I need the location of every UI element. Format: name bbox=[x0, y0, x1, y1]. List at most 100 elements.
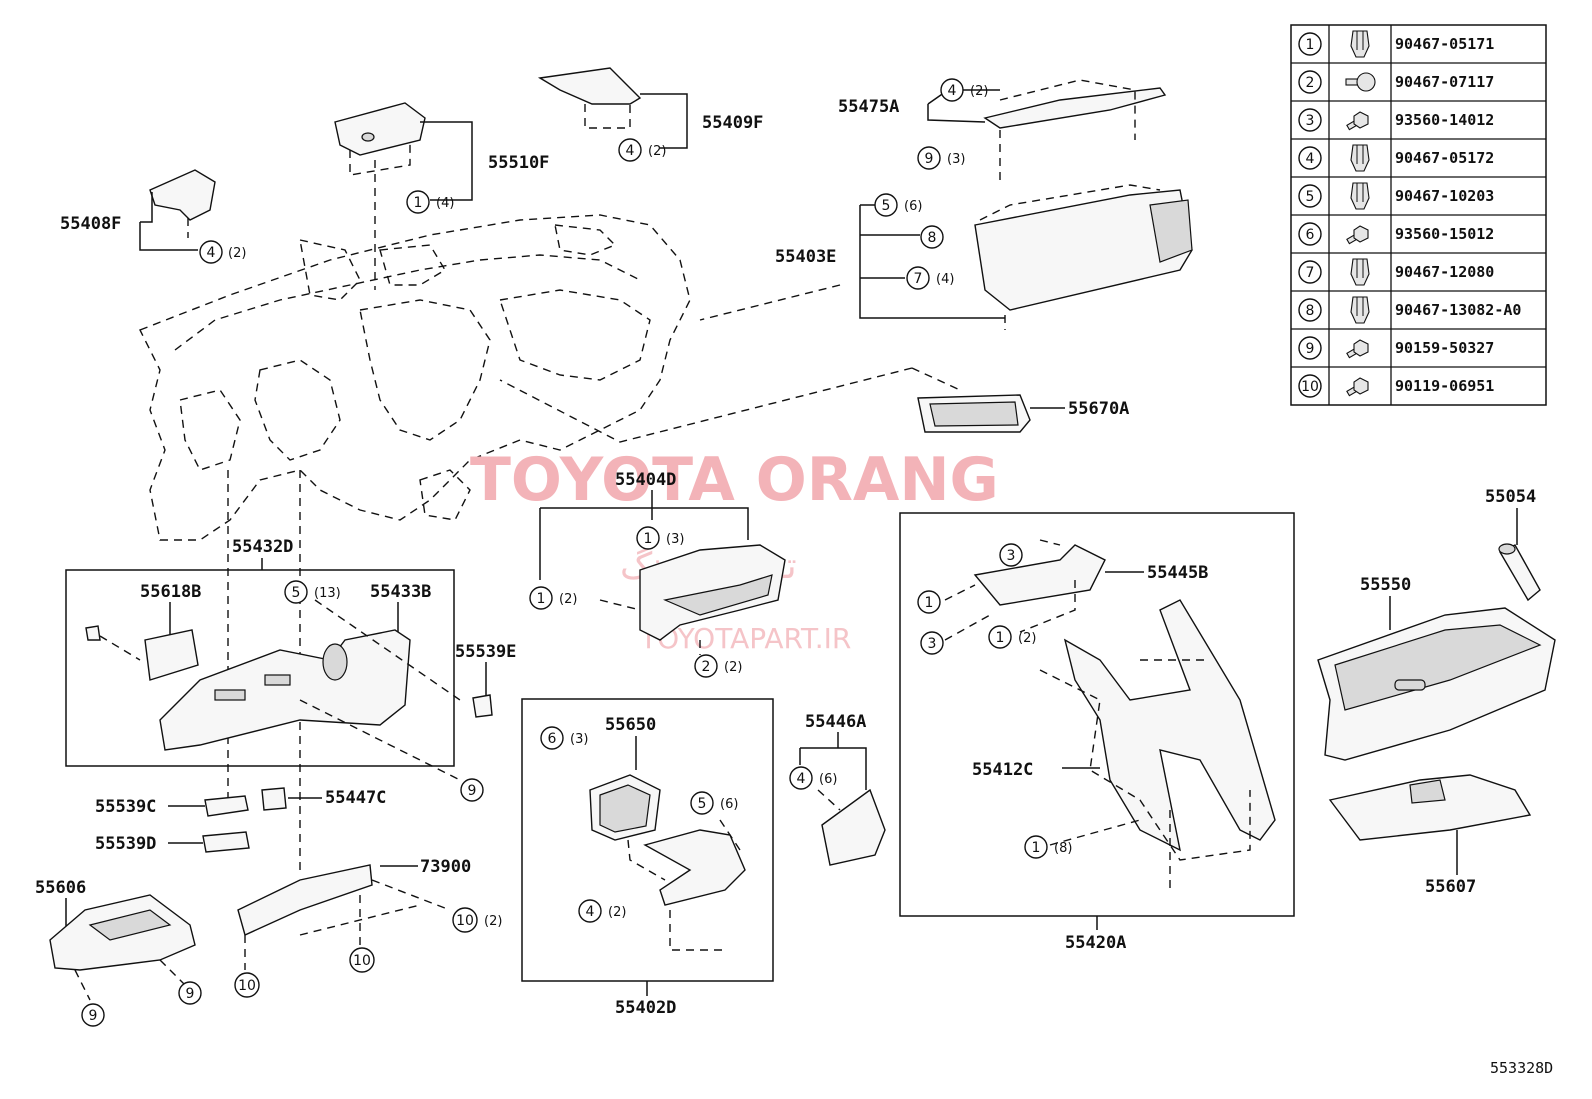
callout-c5: 9 (3) bbox=[917, 146, 965, 170]
part-55402D: 55650 6 (3) 5 (6) 4 (2) 55402D bbox=[521, 698, 774, 1018]
fastener-number: 6 bbox=[1306, 227, 1315, 243]
callout-c6: 5 (6) bbox=[874, 193, 922, 217]
part-55606: 55606 9 9 bbox=[35, 878, 202, 1027]
svg-text:(2): (2) bbox=[724, 660, 742, 675]
part-55403E: 55403E 5 (6) 8 7 (4) bbox=[699, 184, 1193, 330]
label-55539E: 55539E bbox=[455, 642, 516, 662]
label-55412C: 55412C bbox=[972, 760, 1033, 780]
label-55618B: 55618B bbox=[140, 582, 201, 602]
svg-text:4: 4 bbox=[207, 245, 216, 261]
clip-icon bbox=[1350, 296, 1370, 324]
clip-icon bbox=[1350, 258, 1370, 286]
fastener-part-number: 90467-05172 bbox=[1395, 149, 1494, 167]
svg-text:1: 1 bbox=[996, 630, 1005, 646]
svg-text:(2): (2) bbox=[1018, 631, 1036, 646]
svg-text:(2): (2) bbox=[608, 905, 626, 920]
callout-c24: 1 bbox=[917, 590, 941, 614]
callout-c27: 1 (8) bbox=[1024, 835, 1072, 859]
part-55539E: 55539E 9 bbox=[455, 642, 516, 802]
part-55420A: 55445B 55412C 3 1 3 1 (2) 1 ( bbox=[899, 512, 1295, 953]
part-55550: 55550 bbox=[1317, 575, 1556, 761]
callout-c15: 10 bbox=[349, 947, 375, 973]
label-55475A: 55475A bbox=[838, 97, 899, 117]
svg-text:(3): (3) bbox=[947, 152, 965, 167]
fastener-number: 2 bbox=[1306, 75, 1315, 91]
callout-c7: 8 bbox=[920, 225, 944, 249]
fastener-number: 9 bbox=[1306, 341, 1315, 357]
part-55510F: 55510F 1 (4) bbox=[334, 102, 549, 290]
fastener-number: 7 bbox=[1306, 265, 1315, 281]
instrument-panel-outline bbox=[139, 214, 691, 541]
part-55446A: 55446A 4 (6) bbox=[789, 712, 886, 866]
label-55539D: 55539D bbox=[95, 834, 156, 854]
push-rivet-icon bbox=[1345, 72, 1376, 92]
fastener-number: 5 bbox=[1306, 189, 1315, 205]
screw-icon bbox=[1346, 225, 1369, 245]
callout-c8: 7 (4) bbox=[906, 266, 954, 290]
screw-icon bbox=[1346, 111, 1369, 131]
svg-text:5: 5 bbox=[292, 585, 301, 601]
fastener-part-number: 90467-13082-A0 bbox=[1395, 301, 1521, 319]
label-55447C: 55447C bbox=[325, 788, 386, 808]
callout-c3: 4 (2) bbox=[618, 138, 666, 162]
callout-c17: 9 bbox=[81, 1003, 105, 1027]
svg-text:(2): (2) bbox=[648, 144, 666, 159]
callout-c1: 4 (2) bbox=[199, 240, 246, 264]
fastener-part-number: 90467-10203 bbox=[1395, 187, 1494, 205]
label-55054: 55054 bbox=[1485, 487, 1536, 507]
part-73900: 73900 10 (2) 10 10 bbox=[234, 857, 502, 998]
svg-text:1: 1 bbox=[925, 595, 934, 611]
svg-text:3: 3 bbox=[928, 636, 937, 652]
svg-text:9: 9 bbox=[186, 986, 195, 1002]
fastener-part-number: 90159-50327 bbox=[1395, 339, 1494, 357]
svg-text:(6): (6) bbox=[819, 772, 837, 787]
svg-text:(2): (2) bbox=[484, 914, 502, 929]
fastener-number: 8 bbox=[1306, 303, 1315, 319]
label-55403E: 55403E bbox=[775, 247, 836, 267]
svg-text:(3): (3) bbox=[666, 532, 684, 547]
svg-text:10: 10 bbox=[456, 913, 474, 929]
callout-c23: 3 bbox=[999, 543, 1023, 567]
label-55420A: 55420A bbox=[1065, 933, 1126, 953]
label-55408F: 55408F bbox=[60, 214, 121, 234]
clip-icon bbox=[1350, 144, 1370, 172]
label-55550: 55550 bbox=[1360, 575, 1411, 595]
label-55650: 55650 bbox=[605, 715, 656, 735]
callout-c13: 9 bbox=[460, 778, 484, 802]
svg-text:4: 4 bbox=[586, 904, 595, 920]
part-55409F: 55409F 4 (2) bbox=[537, 67, 763, 162]
svg-text:1: 1 bbox=[644, 531, 653, 547]
part-55408F: 55408F 4 (2) bbox=[60, 169, 246, 264]
bolt-icon bbox=[1346, 377, 1369, 397]
svg-text:(6): (6) bbox=[720, 797, 738, 812]
part-55607: 55607 bbox=[1328, 774, 1532, 897]
callout-c25: 3 bbox=[920, 631, 944, 655]
svg-text:8: 8 bbox=[928, 230, 937, 246]
callout-c12: 5 (13) bbox=[284, 580, 341, 604]
label-55445B: 55445B bbox=[1147, 563, 1208, 583]
svg-text:5: 5 bbox=[698, 796, 707, 812]
part-55539D: 55539D bbox=[95, 831, 250, 854]
svg-text:9: 9 bbox=[468, 783, 477, 799]
svg-text:10: 10 bbox=[353, 953, 371, 969]
callout-c22: 4 (6) bbox=[789, 766, 837, 790]
part-55539C: 55539C bbox=[95, 795, 249, 817]
callout-c18: 9 bbox=[178, 981, 202, 1005]
fastener-row: 8 90467-13082-A0 bbox=[1298, 296, 1521, 324]
label-55402D: 55402D bbox=[615, 998, 676, 1018]
callout-c21: 4 (2) bbox=[578, 899, 626, 923]
callout-c11: 2 (2) bbox=[694, 654, 742, 678]
svg-text:1: 1 bbox=[537, 591, 546, 607]
part-55432D: 55432D 55618B 55433B 5 (13) bbox=[65, 470, 461, 870]
svg-text:(2): (2) bbox=[228, 246, 246, 261]
label-73900: 73900 bbox=[420, 857, 471, 877]
bolt-icon bbox=[1346, 339, 1369, 359]
callout-c9: 1 (3) bbox=[636, 526, 684, 550]
fastener-part-number: 93560-14012 bbox=[1395, 111, 1494, 129]
svg-text:10: 10 bbox=[238, 978, 256, 994]
svg-text:9: 9 bbox=[925, 151, 934, 167]
